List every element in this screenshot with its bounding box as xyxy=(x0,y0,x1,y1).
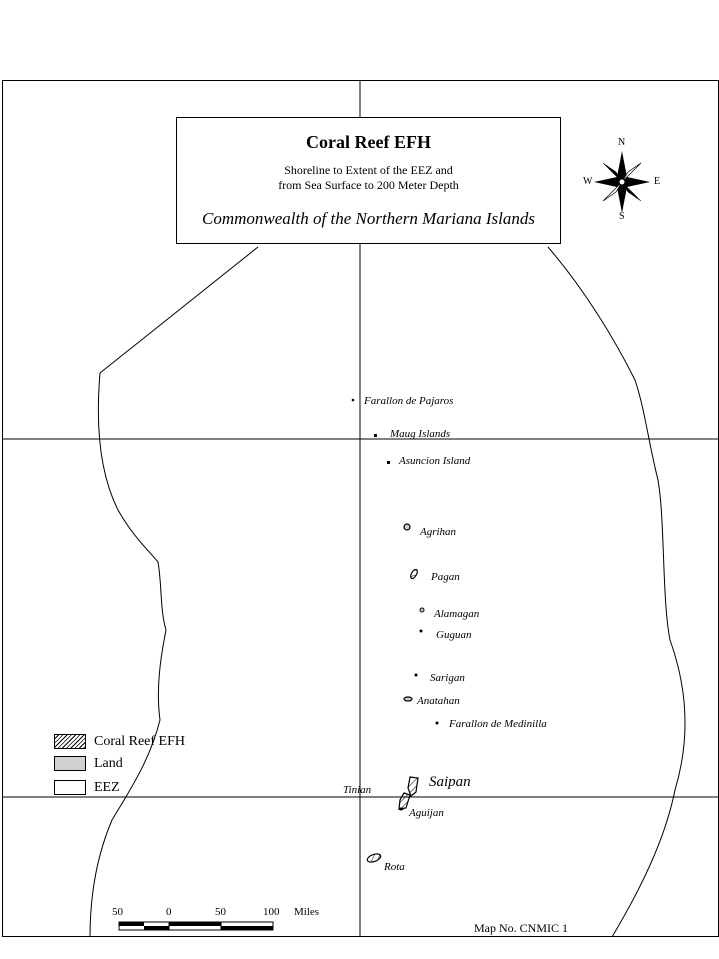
legend-item-coral-reef-efh: Coral Reef EFH xyxy=(54,733,185,750)
label-farallon-de-medinilla: Farallon de Medinilla xyxy=(448,718,547,730)
island-alamagan xyxy=(419,607,425,613)
scale-label: 0 xyxy=(166,906,172,918)
island-asuncion-island xyxy=(387,461,390,464)
scale-label: 50 xyxy=(215,906,226,918)
island-farallon-de-pajaros xyxy=(351,398,355,402)
label-guguan: Guguan xyxy=(436,629,472,641)
legend-swatch-land xyxy=(54,756,86,771)
island-aguijan xyxy=(398,807,404,811)
label-maug-islands: Maug Islands xyxy=(389,428,450,440)
legend-label: Coral Reef EFH xyxy=(94,733,185,749)
island-shapes xyxy=(351,398,439,863)
legend-swatch-hatch xyxy=(54,734,86,749)
compass-west-label: W xyxy=(583,176,593,187)
island-farallon-de-medinilla xyxy=(435,721,439,725)
map-region-title: Commonwealth of the Northern Mariana Isl… xyxy=(202,209,535,228)
label-saipan: Saipan xyxy=(429,774,471,790)
legend-label: EEZ xyxy=(94,779,120,795)
scale-bar xyxy=(118,921,274,931)
island-rota xyxy=(366,853,382,863)
label-sarigan: Sarigan xyxy=(430,672,465,684)
map-title: Coral Reef EFH xyxy=(306,132,431,152)
label-tinian: Tinian xyxy=(343,784,372,796)
compass-south-label: S xyxy=(619,211,625,222)
compass-east-label: E xyxy=(654,176,661,187)
map-subtitle-line1: Shoreline to Extent of the EEZ and xyxy=(284,163,453,177)
eez-boundary-east xyxy=(547,246,686,938)
island-pagan xyxy=(410,568,418,580)
island-sarigan xyxy=(414,673,418,677)
island-agrihan xyxy=(403,523,411,531)
legend-item-land: Land xyxy=(54,755,123,772)
label-rota: Rota xyxy=(383,861,405,873)
label-farallon-de-pajaros: Farallon de Pajaros xyxy=(363,395,453,407)
map-number: Map No. CNMIC 1 xyxy=(474,921,569,935)
compass-rose-icon xyxy=(594,151,650,213)
compass-north-label: N xyxy=(618,137,626,148)
label-asuncion-island: Asuncion Island xyxy=(398,455,471,467)
label-alamagan: Alamagan xyxy=(433,608,480,620)
island-anatahan xyxy=(403,696,413,702)
title-box: Coral Reef EFH Shoreline to Extent of th… xyxy=(176,117,561,244)
legend-item-eez: EEZ xyxy=(54,779,120,796)
island-saipan xyxy=(407,776,419,797)
scale-label: 50 xyxy=(112,906,123,918)
scale-unit-label: Miles xyxy=(294,906,320,918)
legend-label: Land xyxy=(94,755,123,771)
scale-label: 100 xyxy=(263,906,280,918)
label-pagan: Pagan xyxy=(430,571,460,583)
island-guguan xyxy=(419,629,423,633)
label-agrihan: Agrihan xyxy=(419,526,457,538)
eez-boundary-west xyxy=(89,246,259,938)
island-maug-islands xyxy=(374,434,377,437)
label-anatahan: Anatahan xyxy=(416,695,460,707)
label-aguijan: Aguijan xyxy=(408,807,444,819)
legend-swatch-eez xyxy=(54,780,86,795)
map-subtitle-line2: from Sea Surface to 200 Meter Depth xyxy=(278,178,459,192)
